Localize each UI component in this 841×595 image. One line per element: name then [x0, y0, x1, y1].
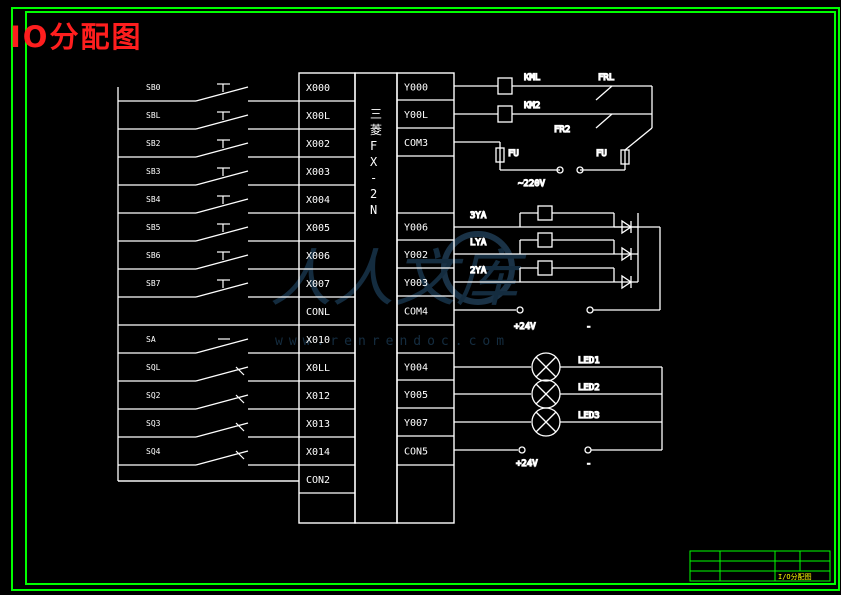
plc-input-label: X0LL — [306, 363, 330, 374]
outer-frame — [11, 7, 840, 591]
title-block-label: I/O分配图 — [778, 572, 812, 581]
switch-label: SB7 — [146, 279, 161, 288]
plc-input-label: X006 — [306, 251, 330, 262]
plc-output-label: COM4 — [404, 307, 428, 318]
switch-label: SA — [146, 335, 156, 344]
switch-label: SBL — [146, 111, 161, 120]
switch-label: SQ4 — [146, 447, 161, 456]
dc-minus-label: - — [586, 322, 591, 332]
plc-model-char: F — [370, 139, 377, 153]
overload-label: FR2 — [554, 125, 570, 135]
solenoid-label: 2YA — [470, 266, 487, 276]
plc-input-label: X010 — [306, 335, 330, 346]
plc-output-label: Y004 — [404, 363, 428, 374]
dc-plus-label: +24V — [514, 322, 536, 332]
plc-input-label: X013 — [306, 419, 330, 430]
plc-input-label: X004 — [306, 195, 330, 206]
plc-input-label: CON2 — [306, 475, 330, 486]
led-label: LED3 — [578, 411, 600, 421]
switch-label: SB2 — [146, 139, 161, 148]
switch-label: SB5 — [146, 223, 161, 232]
plc-model-char: N — [370, 203, 377, 217]
plc-model-char: 三 — [370, 107, 382, 121]
inner-frame — [25, 11, 836, 585]
plc-output-label: Y000 — [404, 83, 428, 94]
fuse-label: FU — [596, 149, 607, 159]
plc-output-label: Y007 — [404, 418, 428, 429]
plc-input-label: X000 — [306, 83, 330, 94]
plc-input-label: X005 — [306, 223, 330, 234]
plc-output-label: Y002 — [404, 250, 428, 261]
plc-output-label: Y00L — [404, 110, 428, 121]
dc-minus-label: - — [586, 459, 591, 469]
plc-input-label: X00L — [306, 111, 330, 122]
plc-model-char: - — [370, 171, 377, 185]
plc-input-label: X007 — [306, 279, 330, 290]
plc-input-label: X012 — [306, 391, 330, 402]
switch-label: SQL — [146, 363, 161, 372]
plc-input-label: X003 — [306, 167, 330, 178]
dc-plus-label: +24V — [516, 459, 538, 469]
plc-model-char: 菱 — [370, 123, 382, 137]
switch-label: SQ2 — [146, 391, 161, 400]
title-block — [689, 550, 831, 582]
relay-coil-label: KML — [524, 73, 540, 83]
ac-supply-label: ~220V — [518, 179, 546, 189]
switch-label: SB4 — [146, 195, 161, 204]
solenoid-label: 3YA — [470, 211, 487, 221]
switch-label: SQ3 — [146, 419, 161, 428]
plc-output-label: Y003 — [404, 278, 428, 289]
plc-model-char: X — [370, 155, 378, 169]
led-label: LED2 — [578, 383, 600, 393]
plc-input-label: X014 — [306, 447, 330, 458]
solenoid-label: LYA — [470, 238, 487, 248]
plc-output-label: Y006 — [404, 223, 428, 234]
switch-label: SB3 — [146, 167, 161, 176]
plc-output-label: COM3 — [404, 138, 428, 149]
plc-model-char: 2 — [370, 187, 377, 201]
switch-label: SB6 — [146, 251, 161, 260]
plc-output-label: CON5 — [404, 447, 428, 458]
plc-block — [298, 72, 455, 524]
led-label: LED1 — [578, 356, 600, 366]
plc-input-label: CONL — [306, 307, 330, 318]
page-title: IO分配图 — [10, 20, 143, 54]
relay-coil-label: KM2 — [524, 101, 540, 111]
switch-label: SB0 — [146, 83, 161, 92]
plc-input-label: X002 — [306, 139, 330, 150]
fuse-label: FU — [508, 149, 519, 159]
overload-label: FRL — [598, 73, 614, 83]
plc-output-label: Y005 — [404, 390, 428, 401]
watermark-url: www.renrendoc.com — [275, 334, 510, 349]
